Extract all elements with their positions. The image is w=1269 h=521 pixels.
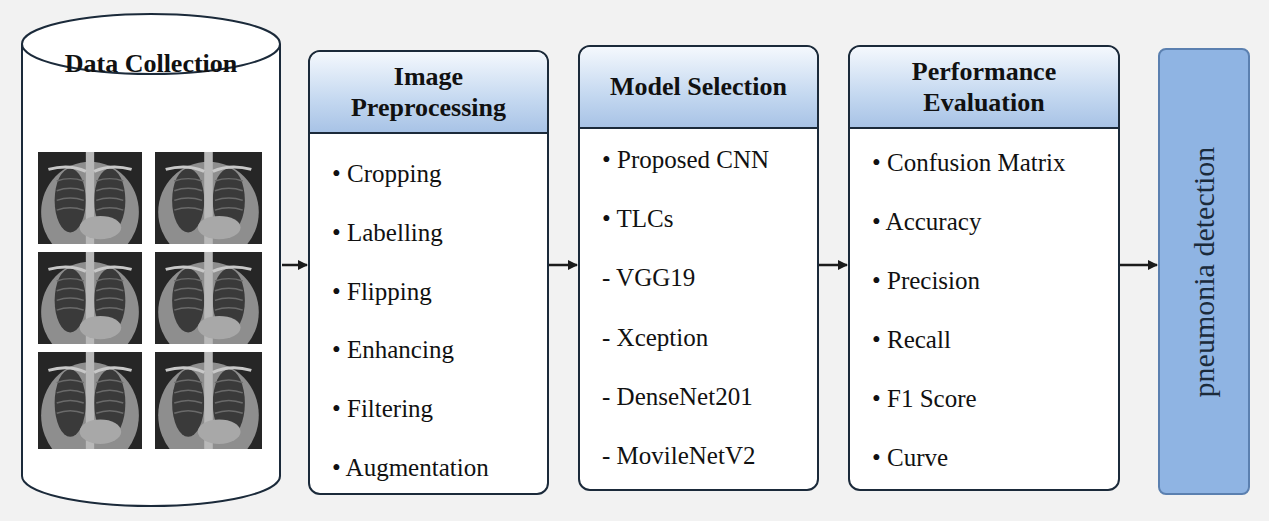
box-heading: Performance Evaluation <box>850 47 1118 129</box>
list-item: - MovileNetV2 <box>602 441 755 471</box>
list-item: - DenseNet201 <box>602 382 753 412</box>
list-item: • Enhancing <box>332 335 454 365</box>
process-box: Performance Evaluation • Confusion Matrix… <box>848 45 1120 491</box>
list-item: • TLCs <box>602 204 674 234</box>
list-item: - Xception <box>602 323 708 353</box>
list-item: • Augmentation <box>332 453 489 483</box>
list-item: • Accuracy <box>872 207 981 237</box>
flow-arrow <box>819 264 847 267</box>
list-item: • F1 Score <box>872 384 977 414</box>
output-label: pneumonia detection <box>1187 146 1221 397</box>
list-item: • Curve <box>872 443 948 473</box>
list-item: • Precision <box>872 266 980 296</box>
cylinder-outline <box>20 12 282 508</box>
process-box: Image Preprocessing • Cropping • Labelling… <box>308 50 549 495</box>
database-cylinder: Data Collection <box>20 12 282 508</box>
list-item: • Flipping <box>332 277 432 307</box>
list-item: • Confusion Matrix <box>872 148 1065 178</box>
list-item: • Labelling <box>332 218 443 248</box>
list-item: - VGG19 <box>602 263 695 293</box>
process-box: Model Selection • Proposed CNN • TLCs - VGG… <box>578 45 819 491</box>
list-item: • Filtering <box>332 394 433 424</box>
list-item: • Cropping <box>332 159 441 189</box>
box-heading: Model Selection <box>580 47 817 129</box>
box-heading: Image Preprocessing <box>310 52 547 134</box>
flow-arrow <box>282 264 307 267</box>
list-item: • Proposed CNN <box>602 145 769 175</box>
list-item: • Recall <box>872 325 951 355</box>
flow-arrow <box>1120 264 1157 267</box>
output-box: pneumonia detection <box>1158 48 1250 495</box>
node-title: Data Collection <box>61 48 241 79</box>
flow-arrow <box>549 264 577 267</box>
